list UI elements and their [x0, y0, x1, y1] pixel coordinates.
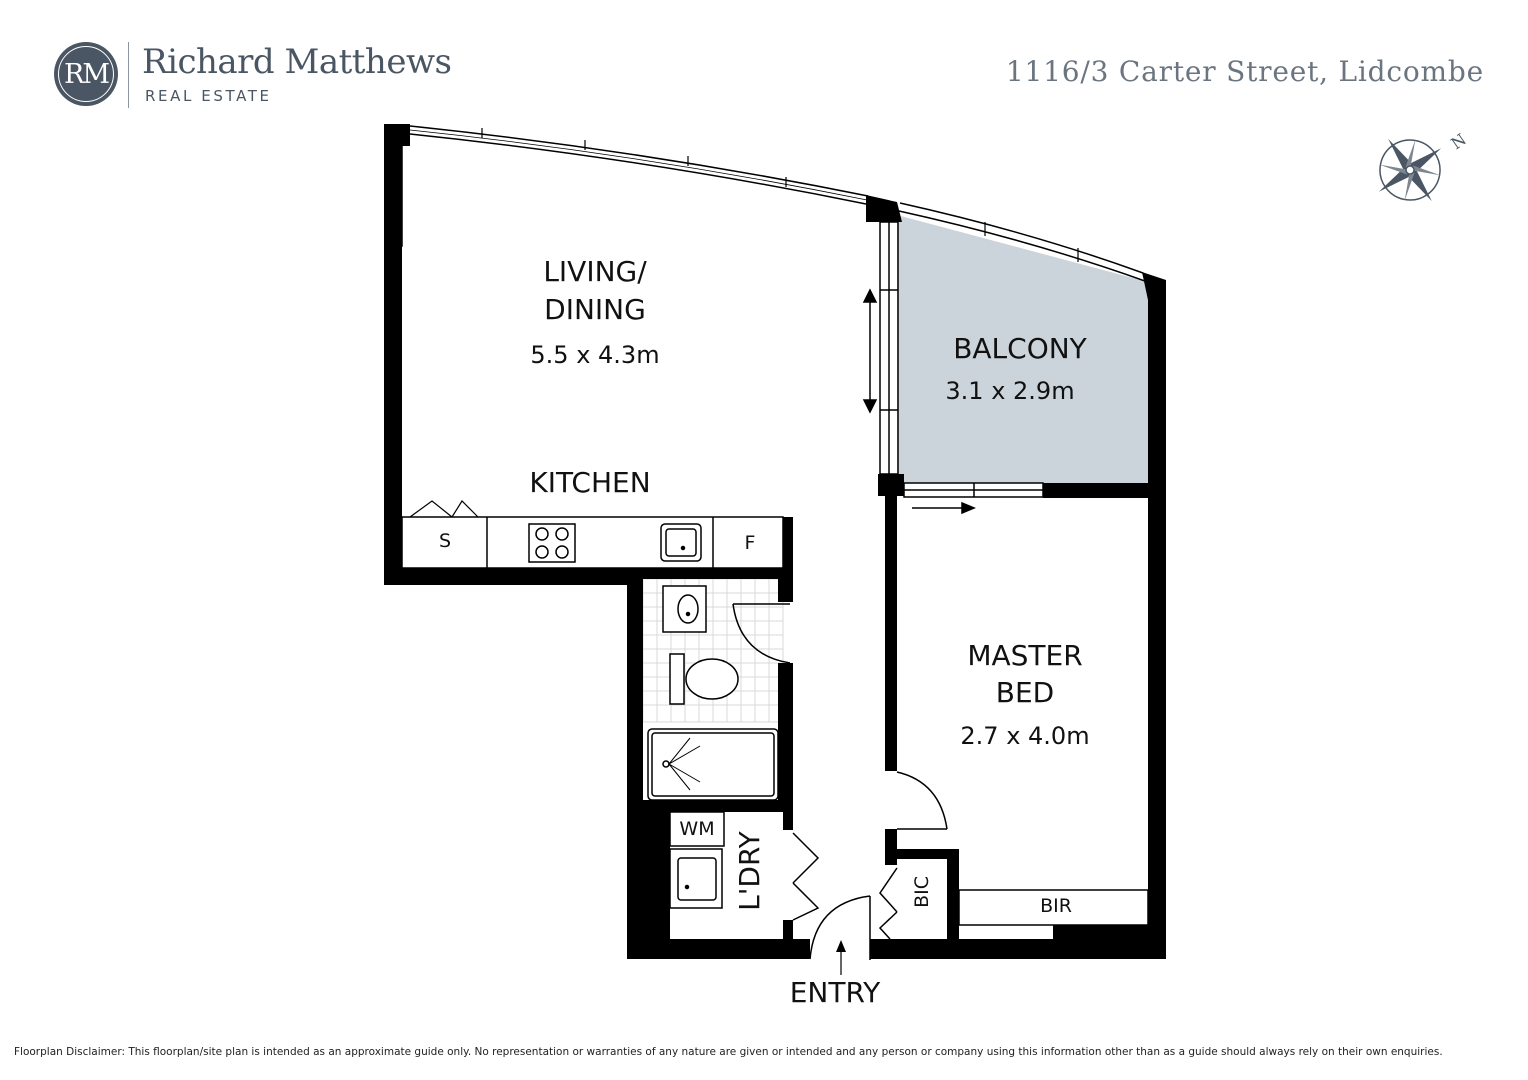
- shower-tray-icon: [647, 728, 779, 801]
- entry-door: [809, 895, 871, 975]
- laundry-fixtures: [669, 811, 725, 909]
- cooktop-icon: [528, 523, 576, 563]
- windows: [385, 125, 1146, 282]
- balcony-label: BALCONY: [953, 332, 1087, 365]
- property-address: 1116/3 Carter Street, Lidcombe: [1005, 55, 1484, 88]
- toilet-icon: [669, 653, 739, 705]
- bir-outline: [958, 889, 1149, 926]
- compass-north-label: N: [1447, 130, 1469, 154]
- floorplan-disclaimer: Floorplan Disclaimer: This floorplan/sit…: [14, 1046, 1443, 1058]
- master-name-line1: MASTER: [967, 639, 1083, 672]
- kitchen-label: KITCHEN: [529, 466, 651, 499]
- brand-logo: RM: [54, 42, 118, 106]
- master-bed-label: MASTER BED: [940, 639, 1110, 710]
- fridge-label: F: [744, 532, 756, 554]
- master-bed-dimensions: 2.7 x 4.0m: [960, 722, 1090, 750]
- vanity-icon: [662, 585, 707, 633]
- laundry-bifold-door: [792, 832, 820, 921]
- washing-machine-label: WM: [679, 818, 715, 840]
- laundry-label: L'DRY: [732, 831, 766, 911]
- living-name-line1: LIVING/: [543, 255, 647, 288]
- kitchen-bench: [401, 500, 784, 569]
- living-dimensions: 5.5 x 4.3m: [530, 341, 660, 369]
- sliding-doors: [862, 221, 1044, 515]
- bath-door: [732, 603, 791, 664]
- bic-label: BIC: [911, 875, 934, 908]
- store-label: S: [438, 530, 452, 552]
- bic-door: [878, 867, 898, 940]
- balcony-dimensions: 3.1 x 2.9m: [945, 377, 1075, 405]
- entry-label: ENTRY: [789, 976, 881, 1009]
- balcony-area: [897, 215, 1148, 483]
- brand-name: Richard Matthews: [142, 42, 452, 82]
- master-name-line2: BED: [995, 676, 1055, 710]
- brand-subtitle: REAL ESTATE: [145, 87, 272, 105]
- bir-label: BIR: [1040, 895, 1072, 917]
- brand-divider: [128, 42, 129, 108]
- walls: [384, 124, 1166, 959]
- bedroom-door: [896, 771, 948, 830]
- kitchen-sink-icon: [660, 523, 702, 562]
- compass-rose-icon: [1378, 138, 1442, 202]
- living-name-line2: DINING: [544, 293, 646, 327]
- living-label: LIVING/ DINING: [510, 255, 680, 327]
